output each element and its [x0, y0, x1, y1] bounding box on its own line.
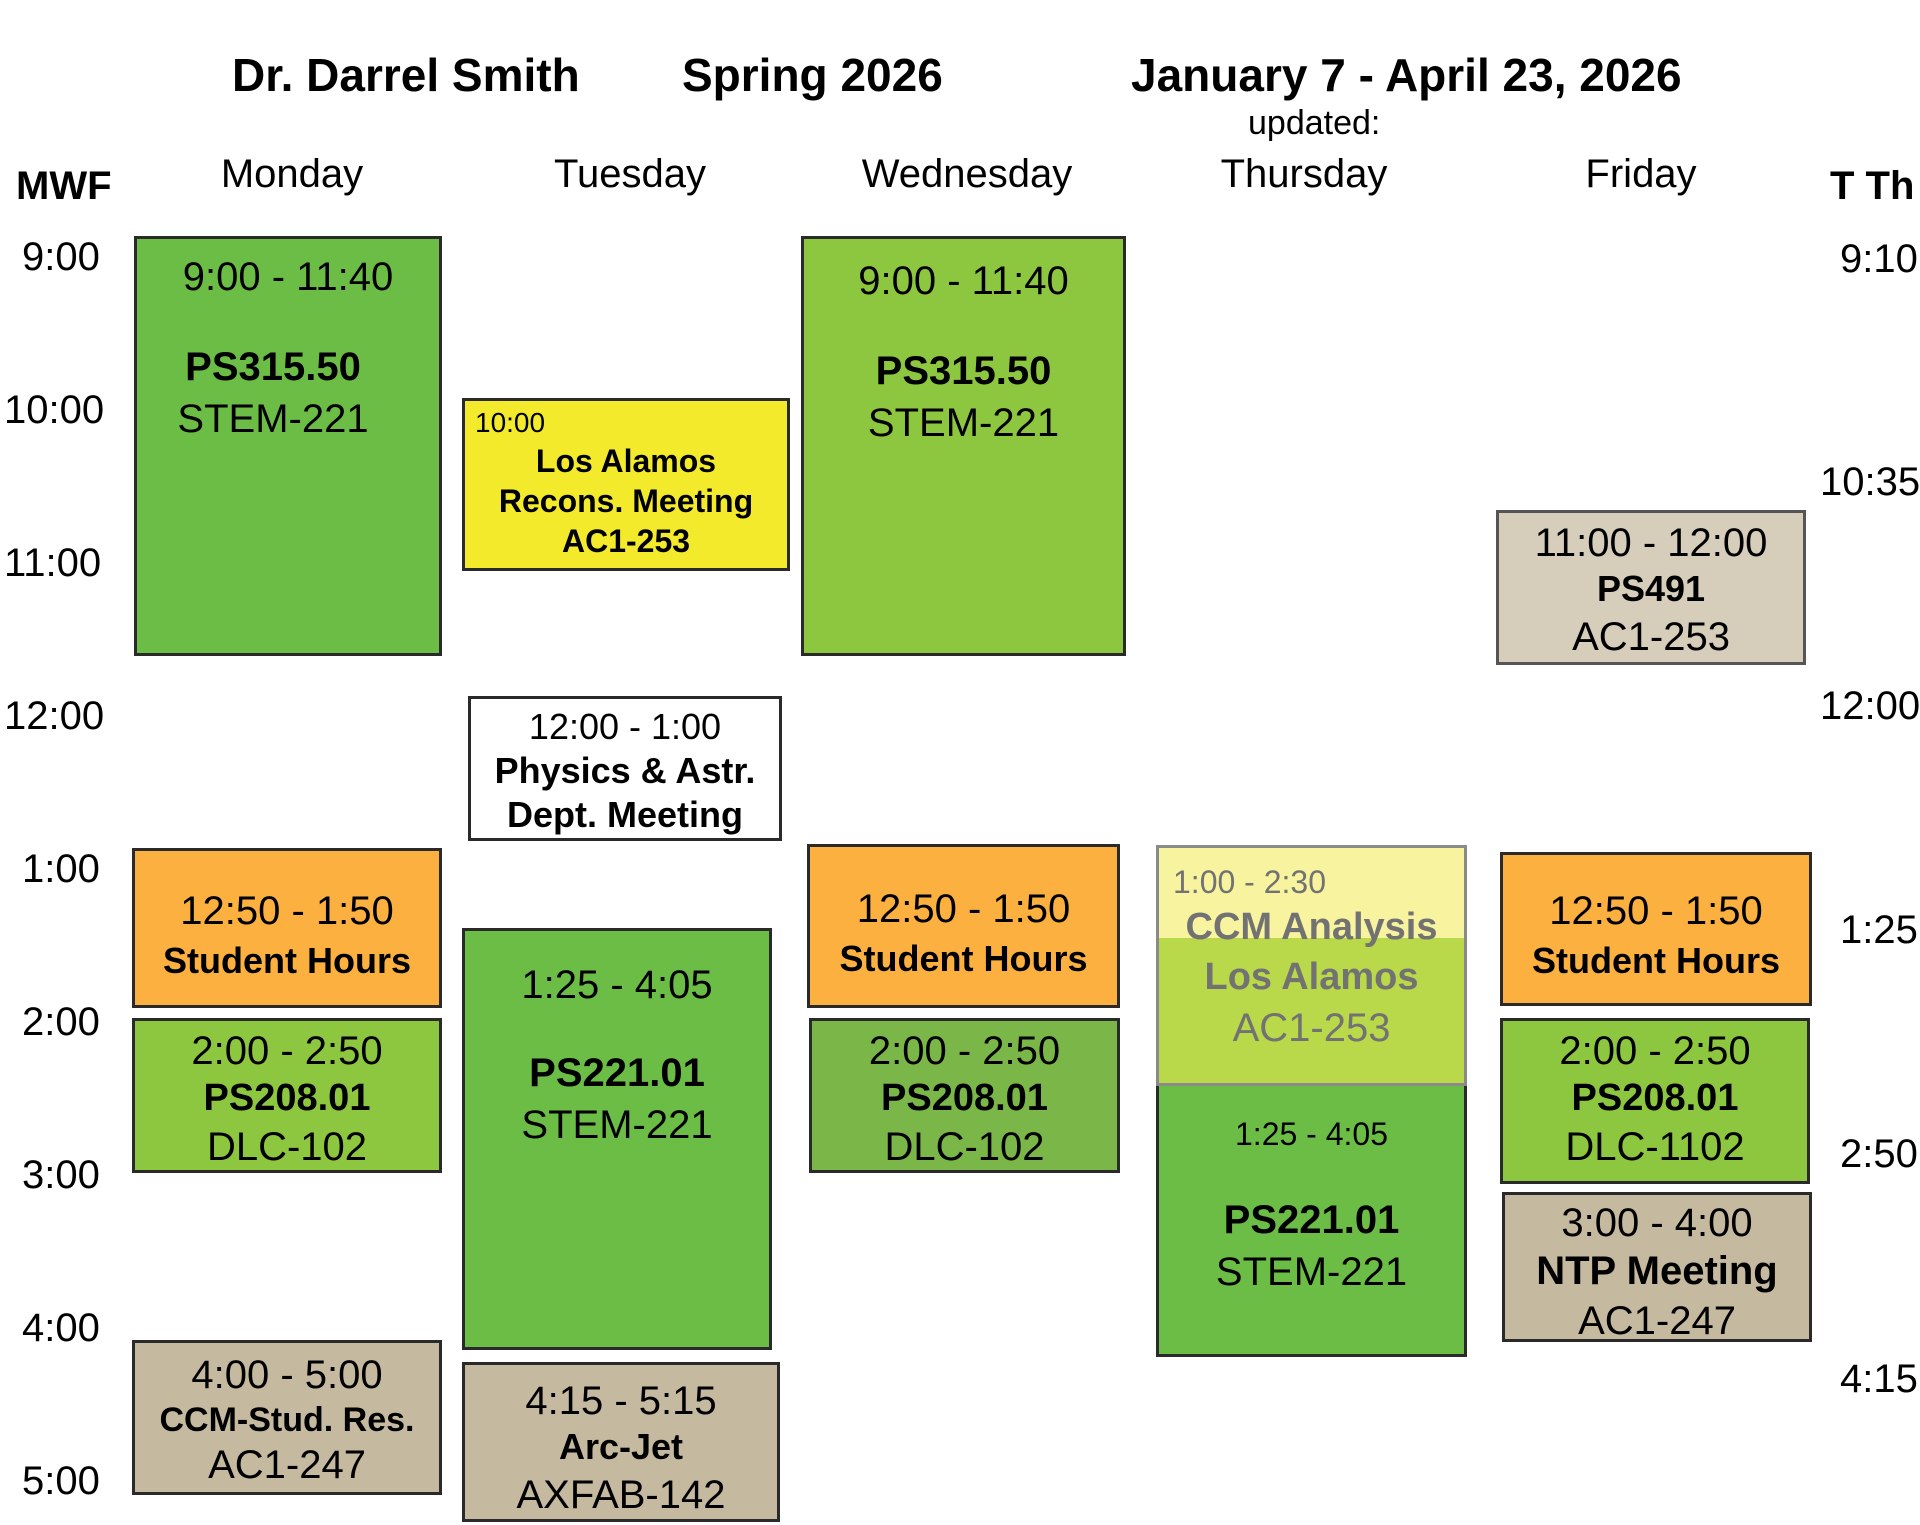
- tth-time-label: 4:15: [1840, 1357, 1918, 1401]
- event-time: 2:00 - 2:50: [1559, 1029, 1751, 1073]
- event-time: 3:00 - 4:00: [1561, 1201, 1753, 1245]
- event-time: 1:25 - 4:05: [1235, 1116, 1388, 1152]
- event-room: STEM-221: [521, 1103, 713, 1147]
- event-room: AC1-253: [561, 523, 691, 559]
- event-tue-ps221[interactable]: 1:25 - 4:05 PS221.01 STEM-221: [462, 928, 772, 1350]
- mwf-time-label: 11:00: [4, 541, 102, 585]
- semester-title: Spring 2026: [682, 49, 943, 101]
- tth-time-label: 9:10: [1840, 237, 1918, 281]
- event-course: Student Hours: [163, 940, 411, 981]
- day-thursday: Thursday: [1220, 152, 1388, 196]
- event-room: AC1-253: [1232, 1006, 1391, 1050]
- event-tue-dept-meeting[interactable]: 12:00 - 1:00 Physics & Astr. Dept. Meeti…: [468, 696, 782, 841]
- event-room: AC1-247: [1578, 1299, 1736, 1343]
- event-course: PS221.01: [1223, 1198, 1400, 1242]
- tth-label: T Th: [1830, 164, 1915, 208]
- event-room: STEM-221: [177, 397, 369, 441]
- event-fri-ps491[interactable]: 11:00 - 12:00 PS491 AC1-253: [1496, 510, 1806, 665]
- event-course: PS208.01: [1571, 1077, 1739, 1119]
- term-dates: January 7 - April 23, 2026: [1131, 49, 1682, 101]
- event-tue-arc-jet[interactable]: 4:15 - 5:15 Arc-Jet AXFAB-142: [462, 1362, 780, 1522]
- mwf-time-label: 5:00: [22, 1459, 100, 1503]
- event-course: PS221.01: [529, 1051, 705, 1095]
- event-room: STEM-221: [1215, 1250, 1408, 1294]
- event-time: 2:00 - 2:50: [191, 1029, 383, 1073]
- event-course: Student Hours: [839, 938, 1088, 979]
- event-room: AXFAB-142: [516, 1473, 726, 1517]
- event-course: PS315.50: [875, 349, 1052, 393]
- event-time: 11:00 - 12:00: [1534, 521, 1768, 565]
- event-wed-ps208[interactable]: 2:00 - 2:50 PS208.01 DLC-102: [809, 1018, 1120, 1173]
- event-title-line2: Dept. Meeting: [506, 794, 743, 835]
- mwf-label: MWF: [16, 164, 112, 208]
- event-room: AC1-253: [1572, 615, 1730, 659]
- event-course: PS208.01: [881, 1077, 1048, 1119]
- event-tue-los-alamos[interactable]: 10:00 Los Alamos Recons. Meeting AC1-253: [462, 398, 790, 571]
- event-title-line1: CCM Analysis: [1185, 906, 1438, 948]
- event-time: 10:00: [475, 407, 546, 438]
- event-room: DLC-1102: [1565, 1125, 1745, 1169]
- event-thu-ccm-analysis[interactable]: 1:00 - 2:30 CCM Analysis Los Alamos AC1-…: [1156, 845, 1467, 1086]
- event-title-line1: Physics & Astr.: [494, 750, 756, 791]
- event-time: 12:50 - 1:50: [180, 889, 394, 933]
- mwf-time-label: 10:00: [4, 388, 105, 432]
- event-mon-student-hours[interactable]: 12:50 - 1:50 Student Hours: [132, 848, 442, 1008]
- event-room: DLC-102: [206, 1125, 368, 1169]
- event-mon-ps208[interactable]: 2:00 - 2:50 PS208.01 DLC-102: [132, 1018, 442, 1173]
- event-mon-ccm[interactable]: 4:00 - 5:00 CCM-Stud. Res. AC1-247: [132, 1340, 442, 1495]
- event-course: Arc-Jet: [558, 1426, 684, 1467]
- event-time: 9:00 - 11:40: [858, 259, 1069, 303]
- event-mon-ps315[interactable]: 9:00 - 11:40 PS315.50 STEM-221: [134, 236, 442, 656]
- day-monday: Monday: [220, 152, 364, 196]
- event-time: 12:00 - 1:00: [528, 706, 722, 747]
- event-room: DLC-102: [884, 1125, 1045, 1169]
- event-fri-ntp[interactable]: 3:00 - 4:00 NTP Meeting AC1-247: [1502, 1192, 1812, 1342]
- mwf-time-label: 1:00: [22, 847, 100, 891]
- updated-label: updated:: [1248, 104, 1381, 142]
- event-room: AC1-247: [208, 1443, 366, 1487]
- event-wed-ps315[interactable]: 9:00 - 11:40 PS315.50 STEM-221: [801, 236, 1126, 656]
- event-course: PS208.01: [203, 1077, 371, 1119]
- event-course: CCM-Stud. Res.: [159, 1401, 415, 1439]
- event-fri-ps208[interactable]: 2:00 - 2:50 PS208.01 DLC-1102: [1500, 1018, 1810, 1184]
- event-title-line2: Los Alamos: [1204, 956, 1419, 998]
- mwf-time-label: 9:00: [22, 235, 100, 279]
- event-time: 1:25 - 4:05: [521, 963, 713, 1007]
- mwf-time-label: 2:00: [22, 1000, 100, 1044]
- event-time: 4:00 - 5:00: [191, 1353, 383, 1397]
- event-fri-student-hours[interactable]: 12:50 - 1:50 Student Hours: [1500, 852, 1812, 1006]
- event-time: 12:50 - 1:50: [1549, 889, 1763, 933]
- day-friday: Friday: [1585, 152, 1697, 196]
- tth-time-label: 2:50: [1840, 1132, 1918, 1176]
- event-time: 2:00 - 2:50: [868, 1029, 1061, 1073]
- tth-time-label: 1:25: [1840, 908, 1918, 952]
- event-room: STEM-221: [867, 401, 1060, 445]
- event-time: 9:00 - 11:40: [182, 255, 394, 299]
- event-course: Student Hours: [1532, 940, 1780, 981]
- event-time: 1:00 - 2:30: [1173, 864, 1326, 900]
- event-time: 12:50 - 1:50: [856, 887, 1071, 931]
- mwf-time-label: 3:00: [22, 1153, 100, 1197]
- mwf-time-label: 12:00: [4, 694, 105, 738]
- day-wednesday: Wednesday: [861, 152, 1073, 196]
- event-title-line2: Recons. Meeting: [498, 483, 754, 519]
- event-wed-student-hours[interactable]: 12:50 - 1:50 Student Hours: [807, 844, 1120, 1008]
- tth-time-label: 10:35: [1820, 460, 1920, 504]
- event-course: PS491: [1596, 568, 1706, 609]
- tth-time-label: 12:00: [1820, 684, 1920, 728]
- event-course: NTP Meeting: [1536, 1249, 1778, 1293]
- day-tuesday: Tuesday: [554, 152, 706, 196]
- event-course: PS315.50: [185, 345, 361, 389]
- event-title-line1: Los Alamos: [535, 443, 717, 479]
- mwf-time-label: 4:00: [22, 1306, 100, 1350]
- event-time: 4:15 - 5:15: [525, 1379, 717, 1423]
- instructor-name: Dr. Darrel Smith: [232, 49, 580, 101]
